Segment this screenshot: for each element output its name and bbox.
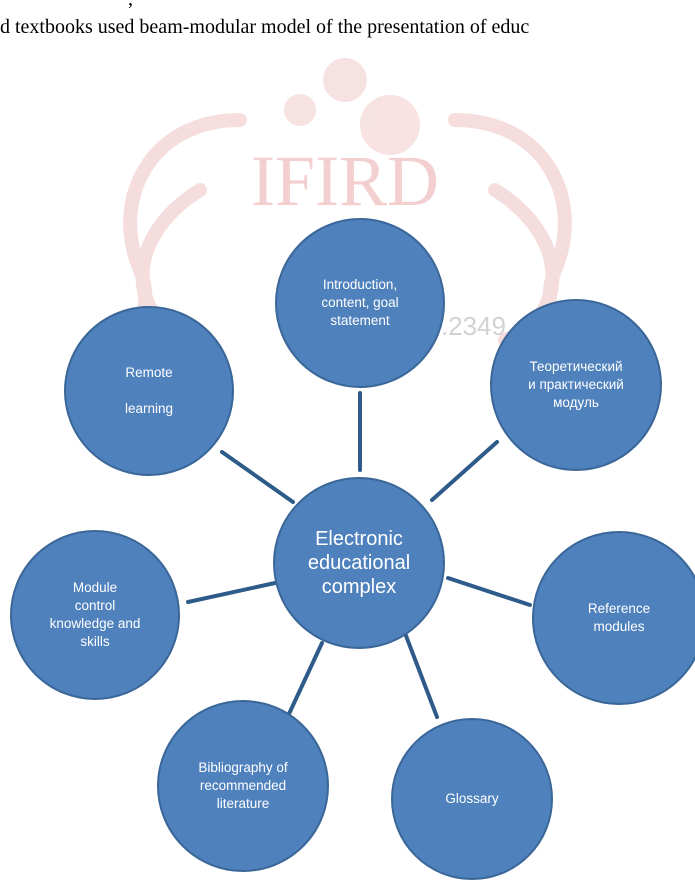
node-control: Module control knowledge and skills [10,530,180,700]
watermark-logo: IFIRD ISSN NO.2349 [73,58,627,377]
connector-remote [220,450,295,504]
node-remote-label: Remote learning [124,364,174,417]
node-bibliography-label: Bibliography of recommended literature [198,759,288,812]
partial-top-text: , [128,0,133,11]
node-theoretical-label: Теоретический и практический модуль [528,358,624,411]
connector-reference [446,576,532,607]
node-glossary: Glossary [391,718,553,880]
connector-theoretical [430,440,499,502]
connector-glossary [398,618,439,719]
node-glossary-label: Glossary [445,790,499,806]
watermark-logo-text: IFIRD [251,141,439,221]
node-reference-label: Reference modules [587,600,651,634]
node-center: Electronic educational complex [273,477,445,649]
connector-control [186,581,277,604]
node-introduction: Introduction, content, goal statement [275,218,445,388]
connector-bibliography [286,641,324,718]
intro-sentence: d textbooks used beam-modular model of t… [0,16,530,38]
node-reference: Reference modules [532,531,695,705]
node-remote: Remote learning [64,306,234,476]
node-control-label: Module control knowledge and skills [49,579,141,650]
node-center-label: Electronic educational complex [307,528,411,598]
node-theoretical: Теоретический и практический модуль [490,299,662,471]
node-bibliography: Bibliography of recommended literature [157,700,329,872]
node-introduction-label: Introduction, content, goal statement [321,276,399,329]
